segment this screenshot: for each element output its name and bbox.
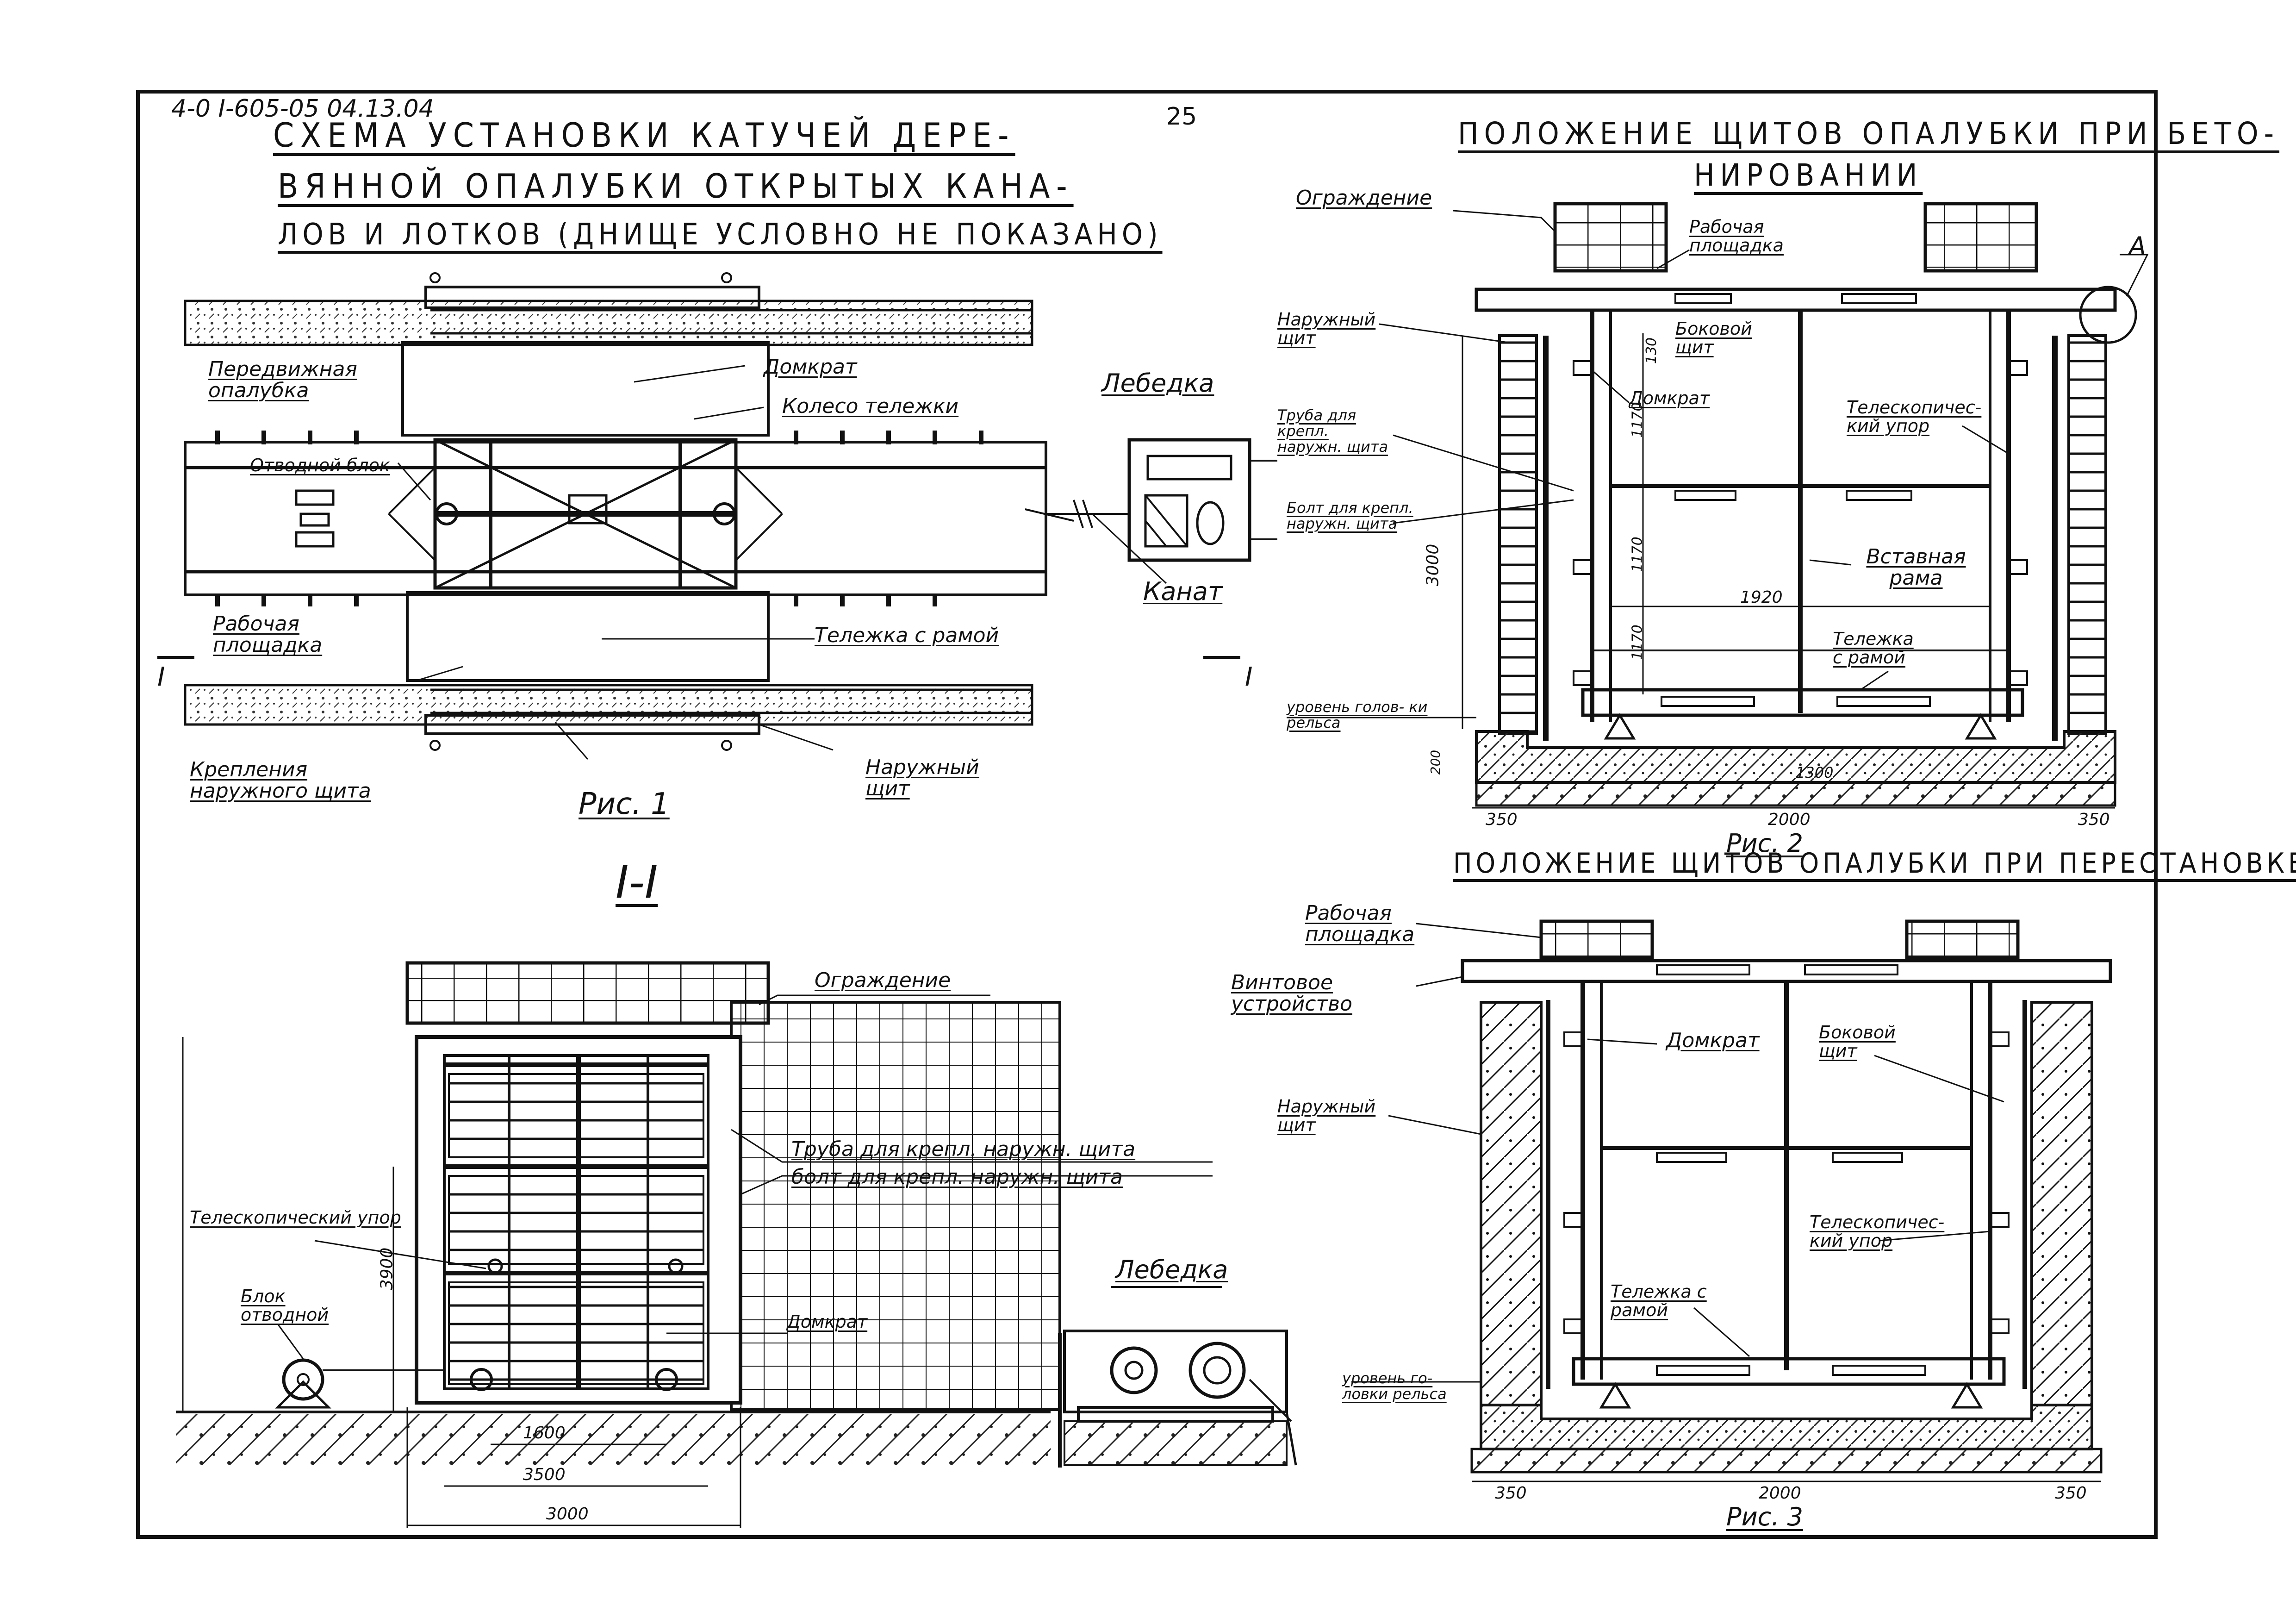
left-title-line3: ЛОВ И ЛОТКОВ (ДНИЩЕ УСЛОВНО НЕ ПОКАЗАНО) bbox=[278, 218, 1163, 252]
fig2-title-line1: ПОЛОЖЕНИЕ ЩИТОВ ОПАЛУБКИ ПРИ БЕТО- bbox=[1458, 116, 2280, 151]
fig3-caption: Рис. 3 bbox=[1726, 1502, 1804, 1531]
fig1-caption: Рис. 1 bbox=[579, 787, 670, 821]
fig1-plan bbox=[157, 272, 1240, 760]
label-bolt: болт для крепл. наружн. щита bbox=[791, 1165, 1123, 1189]
label-pipe: Труба для крепл. наружн. щита bbox=[791, 1137, 1136, 1161]
dim-section-3000: 3000 bbox=[546, 1505, 589, 1524]
dim-fig2-1920: 1920 bbox=[1740, 588, 1783, 607]
label-fig2-platform: Рабочая площадка bbox=[1689, 217, 1784, 256]
label-fig2-bolt: Болт для крепл. наружн. щита bbox=[1287, 499, 1413, 532]
page-number: 25 bbox=[1166, 103, 1197, 131]
dim-fig3-350-left: 350 bbox=[1495, 1484, 1527, 1503]
label-fig2-trolley: Тележка с рамой bbox=[1833, 629, 1914, 668]
label-outer-shield: Наружный щит bbox=[865, 756, 979, 800]
section-title: I-I bbox=[616, 856, 658, 908]
label-fig2-fence: Ограждение bbox=[1296, 186, 1432, 210]
label-fig3-platform: Рабочая площадка bbox=[1305, 901, 1415, 946]
label-telescopic: Телескопический упор bbox=[190, 1207, 401, 1228]
label-fig3-telescopic: Телескопичес- кий упор bbox=[1810, 1212, 1945, 1251]
label-fig2-side: Боковой щит bbox=[1675, 319, 1752, 357]
label-fig3-screw: Винтовое устройство bbox=[1231, 971, 1352, 1016]
label-fig3-side: Боковой щит bbox=[1819, 1022, 1896, 1061]
label-fig3-jack: Домкрат bbox=[1666, 1029, 1760, 1052]
label-fig2-jack: Домкрат bbox=[1629, 388, 1710, 408]
label-rope: Канат bbox=[1143, 577, 1223, 606]
left-title-line1: СХЕМА УСТАНОВКИ КАТУЧЕЙ ДЕРЕ- bbox=[273, 116, 1015, 155]
label-pulley-block: Отводной блок bbox=[250, 455, 390, 475]
fig2-title-line2: НИРОВАНИИ bbox=[1694, 157, 1923, 193]
label-fig2-rail-level: уровень голов- ки рельса bbox=[1287, 698, 1428, 731]
sheet-stamp: 4-0 I-605-05 04.13.04 bbox=[171, 95, 434, 123]
dim-fig2-1300: 1300 bbox=[1796, 764, 1834, 781]
dim-section-1600: 1600 bbox=[523, 1424, 566, 1443]
dim-fig2-2000: 2000 bbox=[1768, 810, 1811, 829]
dim-fig2-350-right: 350 bbox=[2078, 810, 2110, 829]
label-jack: Домкрат bbox=[764, 355, 857, 379]
label-detail-a: А bbox=[2129, 231, 2146, 261]
label-trolley-frame: Тележка с рамой bbox=[815, 624, 999, 647]
section-i-i bbox=[176, 961, 1213, 1528]
label-jack-section: Домкрат bbox=[787, 1312, 868, 1332]
label-fig2-pipe: Труба для крепл. наружн. щита bbox=[1277, 406, 1388, 456]
section-mark-left: I bbox=[157, 662, 165, 692]
fig2-caption: Рис. 2 bbox=[1726, 829, 1804, 858]
fig3-elevation bbox=[1351, 919, 2112, 1482]
label-winch: Лебедка bbox=[1101, 369, 1214, 398]
label-mobile-formwork: Передвижная опалубка bbox=[208, 357, 357, 402]
dim-fig3-2000: 2000 bbox=[1759, 1484, 1801, 1503]
label-insert-frame: Вставная рама bbox=[1866, 545, 1966, 590]
label-work-platform: Рабочая площадка bbox=[213, 612, 323, 657]
label-fig3-rail-level: уровень го- ловки рельса bbox=[1342, 1369, 1447, 1403]
dim-fig2-height: 3000 bbox=[1423, 543, 1443, 587]
left-title-line2: ВЯННОЙ ОПАЛУБКИ ОТКРЫТЫХ КАНА- bbox=[278, 167, 1074, 206]
sheet-frame bbox=[136, 90, 2158, 1539]
section-mark-right: I bbox=[1245, 662, 1253, 692]
dim-fig2-1170a: 1170 bbox=[1629, 402, 1646, 438]
dim-fig2-200: 200 bbox=[1428, 750, 1444, 775]
dim-fig2-350-left: 350 bbox=[1486, 810, 1518, 829]
winch-plan bbox=[1046, 438, 1277, 584]
winch-elevation bbox=[1063, 1286, 1297, 1466]
label-trolley-wheel: Колесо тележки bbox=[782, 394, 959, 418]
label-fig2-outer: Наружный щит bbox=[1277, 309, 1376, 348]
dim-fig2-1170b: 1170 bbox=[1629, 537, 1646, 572]
label-fence: Ограждение bbox=[815, 968, 951, 992]
label-outer-fastening: Крепления наружного щита bbox=[190, 758, 371, 803]
dim-fig2-1170c: 1170 bbox=[1629, 625, 1646, 660]
dim-fig3-350-right: 350 bbox=[2055, 1484, 2087, 1503]
label-pulley: Блок отводной bbox=[241, 1286, 329, 1325]
label-winch-section: Лебедка bbox=[1115, 1255, 1228, 1284]
fig2-elevation bbox=[1287, 202, 2149, 809]
fig3-title: ПОЛОЖЕНИЕ ЩИТОВ ОПАЛУБКИ ПРИ ПЕРЕСТАНОВК… bbox=[1453, 847, 2296, 880]
label-fig3-outer: Наружный щит bbox=[1277, 1096, 1376, 1135]
dim-fig2-130: 130 bbox=[1643, 337, 1660, 364]
dim-section-3500: 3500 bbox=[523, 1465, 566, 1484]
label-fig2-telescopic: Телескопичес- кий упор bbox=[1847, 397, 1982, 436]
dim-section-height: 3900 bbox=[377, 1247, 397, 1290]
label-fig3-trolley: Тележка с рамой bbox=[1611, 1281, 1707, 1320]
